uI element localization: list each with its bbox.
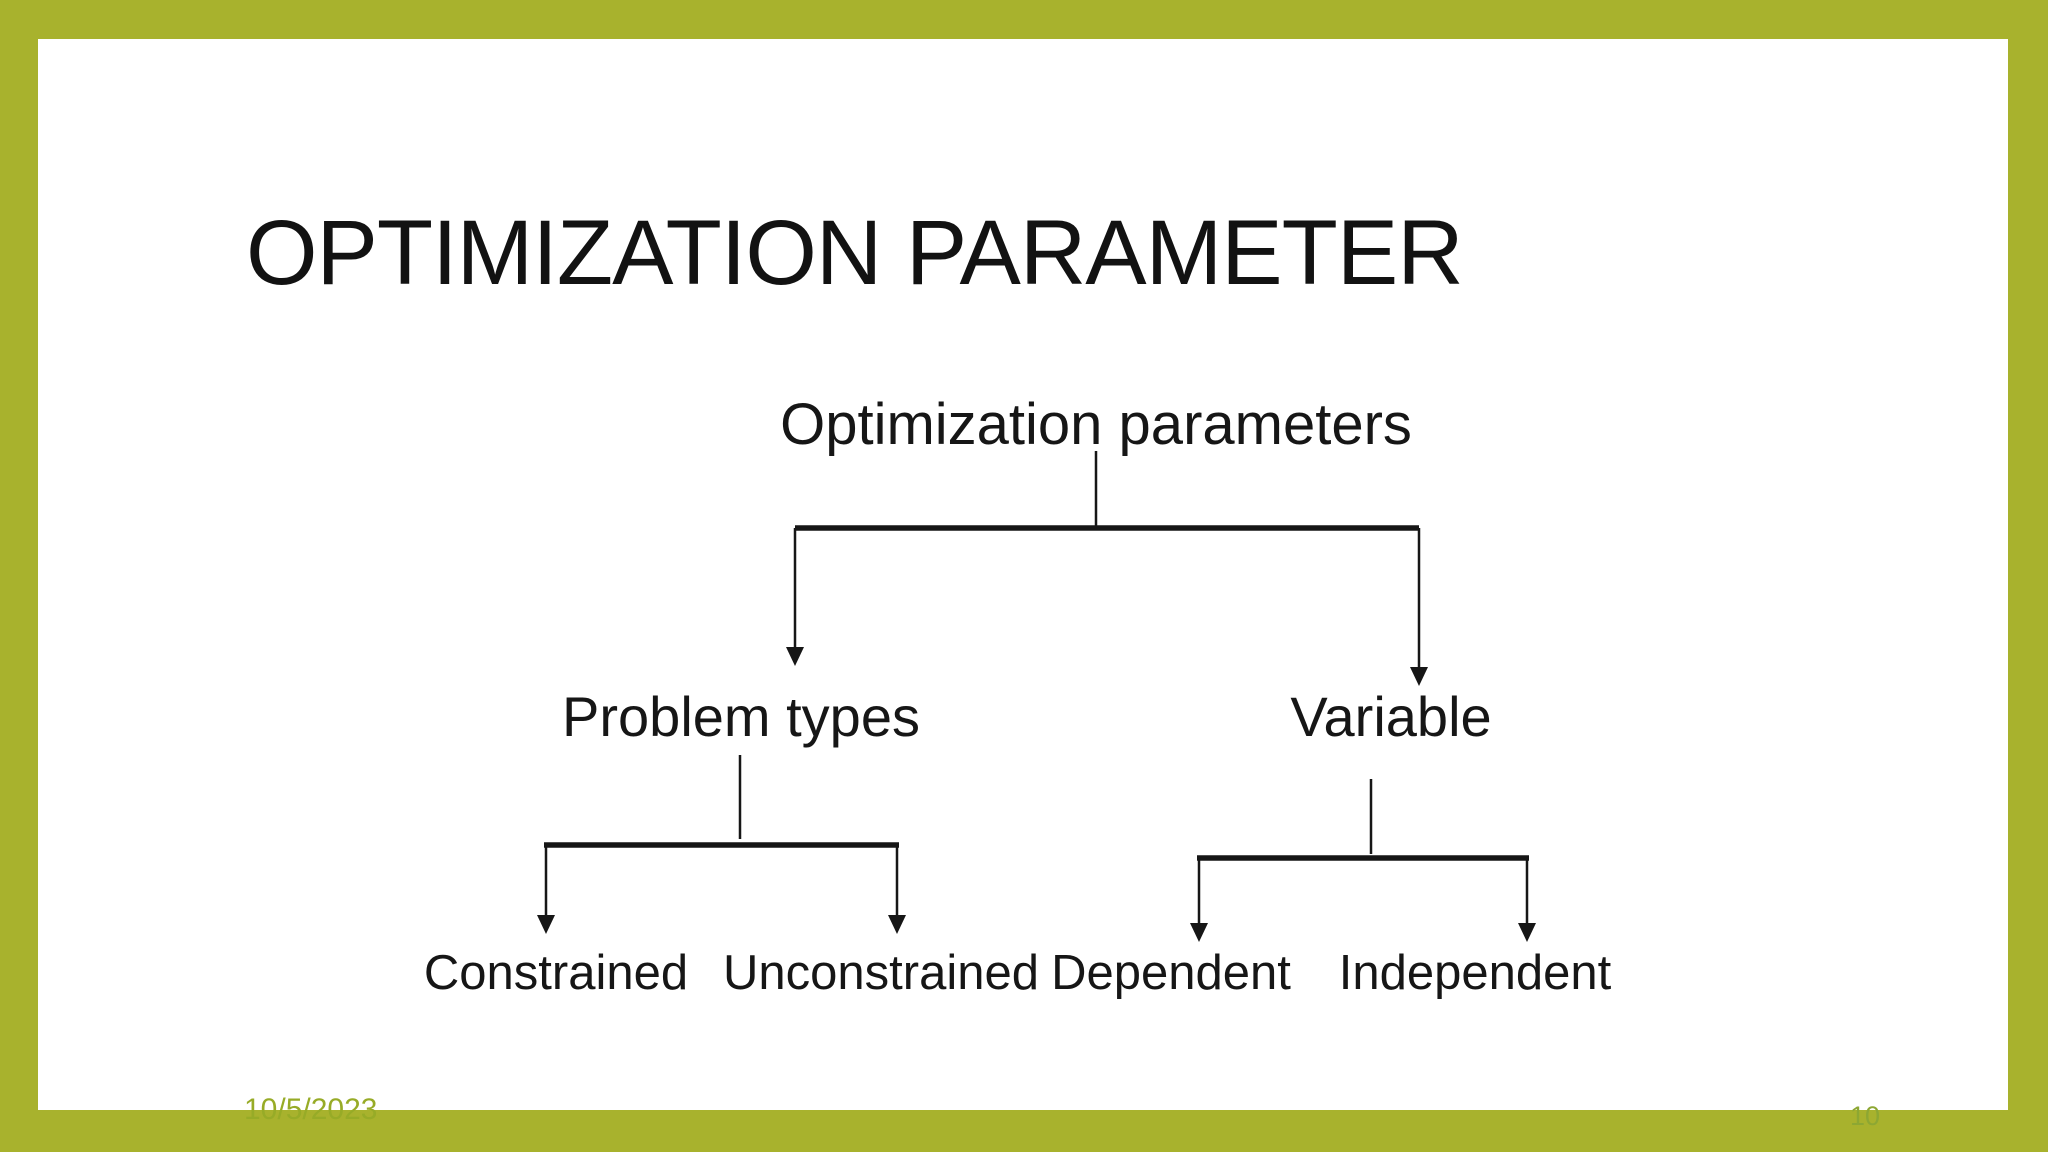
slide-title: OPTIMIZATION PARAMETER: [246, 202, 1464, 304]
arrowhead-down-icon: [537, 915, 555, 934]
node-independent: Independent: [1338, 946, 1612, 1000]
node-problem-types: Problem types: [562, 685, 920, 748]
arrowhead-down-icon: [888, 915, 906, 934]
node-unconstrained: Unconstrained: [723, 946, 1039, 1000]
arrowhead-down-icon: [1190, 923, 1208, 942]
node-dependent: Dependent: [1051, 946, 1291, 1000]
arrowhead-down-icon: [786, 647, 804, 666]
arrowhead-down-icon: [1518, 923, 1536, 942]
footer-page-number: 10: [1850, 1101, 1881, 1131]
node-variable: Variable: [1290, 685, 1492, 748]
node-optimization-parameters: Optimization parameters: [780, 392, 1412, 457]
footer-date: 10/5/2023: [244, 1093, 378, 1126]
slide-canvas: OPTIMIZATION PARAMETER: [38, 39, 2008, 1131]
node-constrained: Constrained: [423, 946, 689, 1000]
